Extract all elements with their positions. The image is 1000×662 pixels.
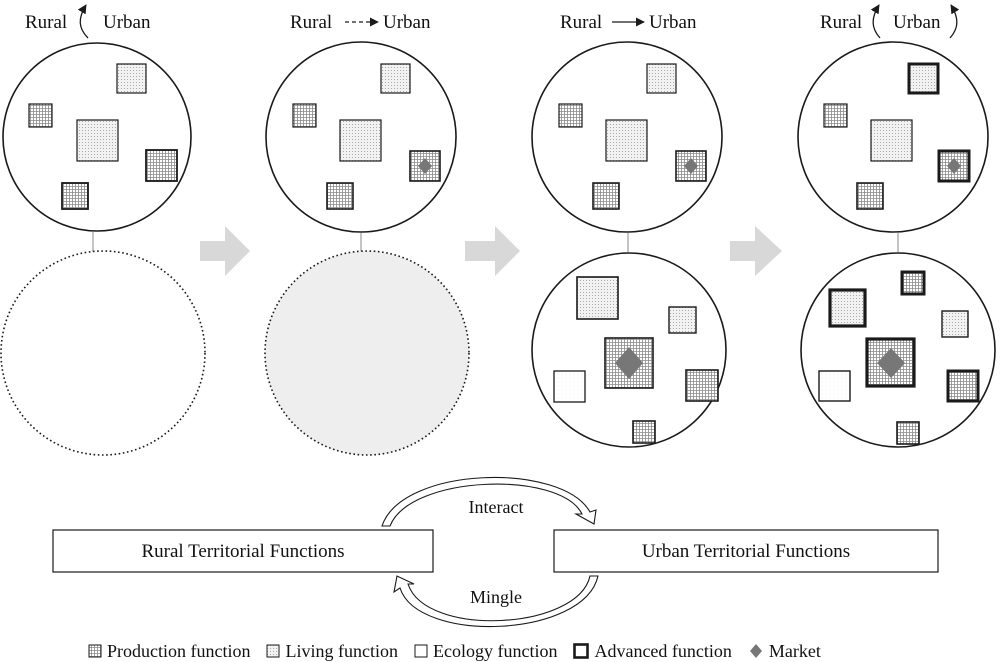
- mingle-label: Mingle: [470, 587, 522, 607]
- stage-3-rural-label: Rural: [560, 12, 602, 33]
- ecology-swatch-icon: [414, 644, 428, 658]
- production-square: [823, 103, 848, 128]
- stage-3-urban-label: Urban: [649, 12, 697, 33]
- market-diamond-icon: [684, 158, 698, 174]
- transition-arrow-2: [465, 226, 520, 276]
- market-diamond-icon: [947, 158, 961, 174]
- legend-item-market: Market: [748, 641, 821, 662]
- rural-functions-box: [52, 529, 434, 573]
- interact-label: Interact: [469, 497, 524, 517]
- production-square: [896, 421, 920, 445]
- legend-label-production: Production function: [107, 640, 251, 661]
- production-swatch-icon: [88, 644, 102, 658]
- relation-section: Interact Mingle: [52, 476, 939, 628]
- urban-functions-box: [553, 529, 939, 573]
- market-swatch-icon: [749, 644, 762, 658]
- stage-2-rural-label: Rural: [290, 12, 332, 33]
- legend-item-ecology: Ecology function: [414, 641, 557, 662]
- living-square: [870, 119, 913, 162]
- living-square: [116, 63, 147, 94]
- advanced-living-square: [907, 62, 940, 95]
- market-diamond-icon: [877, 348, 905, 378]
- legend-label-market: Market: [768, 640, 821, 661]
- stage-1-urban-circle-empty: [0, 250, 206, 456]
- legend-item-living: Living function: [266, 640, 398, 662]
- living-square: [380, 63, 411, 94]
- interact-curved-arrow-icon: [381, 476, 597, 527]
- production-square: [145, 149, 178, 182]
- production-square: [558, 103, 583, 128]
- stage-4-urban-label: Urban: [893, 12, 941, 33]
- stage-1: Rural Urban: [0, 4, 206, 456]
- rural-functions-label: Rural Territorial Functions: [141, 541, 345, 562]
- stage-2-urban-label: Urban: [383, 12, 431, 33]
- transition-arrow-3: [730, 226, 782, 276]
- mingle-curved-arrow-icon: [393, 575, 599, 628]
- stage-4: Rural Urban: [797, 4, 996, 448]
- production-square: [28, 103, 53, 128]
- ecology-square: [553, 370, 586, 403]
- legend-label-ecology: Ecology function: [432, 640, 558, 661]
- block-arrow-icon: [730, 226, 782, 276]
- stage-2-urban-circle-forming: [264, 250, 470, 456]
- legend-label-advanced: Advanced function: [594, 640, 732, 661]
- living-square: [668, 306, 697, 334]
- living-square: [941, 310, 969, 338]
- production-square: [292, 103, 317, 128]
- production-square: [632, 420, 656, 444]
- urban-functions-label: Urban Territorial Functions: [641, 541, 851, 562]
- market-diamond-icon: [418, 158, 432, 174]
- living-square: [339, 119, 382, 162]
- advanced-production-square: [900, 270, 926, 296]
- advanced-living-square: [828, 288, 867, 328]
- stage-1-curved-arrow: [77, 4, 89, 39]
- market-diamond-icon: [615, 347, 643, 379]
- living-square: [605, 119, 648, 162]
- legend-item-production: Production function: [88, 641, 250, 662]
- stage-4-rural-label: Rural: [820, 12, 862, 33]
- stage-4-curved-arrow-rural: [870, 4, 881, 39]
- advanced-swatch-icon: [573, 643, 590, 659]
- block-arrow-icon: [200, 226, 250, 276]
- legend-item-advanced: Advanced function: [573, 640, 732, 662]
- production-square: [61, 182, 89, 210]
- stage-1-rural-label: Rural: [25, 12, 67, 33]
- production-square: [326, 182, 354, 210]
- transition-arrow-1: [200, 226, 250, 276]
- ecology-square: [818, 370, 851, 402]
- stage-3: Rural Urban: [531, 12, 727, 448]
- production-square: [685, 369, 719, 402]
- living-square: [76, 119, 119, 162]
- living-square: [646, 63, 677, 94]
- living-swatch-icon: [266, 644, 280, 658]
- living-square: [576, 276, 619, 320]
- stage-4-curved-arrow-urban: [949, 4, 960, 39]
- production-square: [604, 337, 654, 389]
- production-square: [856, 182, 884, 210]
- legend-label-living: Living function: [285, 640, 398, 661]
- block-arrow-icon: [465, 226, 520, 276]
- advanced-production-square: [946, 369, 980, 403]
- stage-2: Rural Urban: [264, 12, 470, 456]
- production-square: [592, 182, 620, 210]
- legend: Production function Living function Ecol…: [88, 640, 837, 662]
- stage-1-urban-label: Urban: [103, 12, 151, 33]
